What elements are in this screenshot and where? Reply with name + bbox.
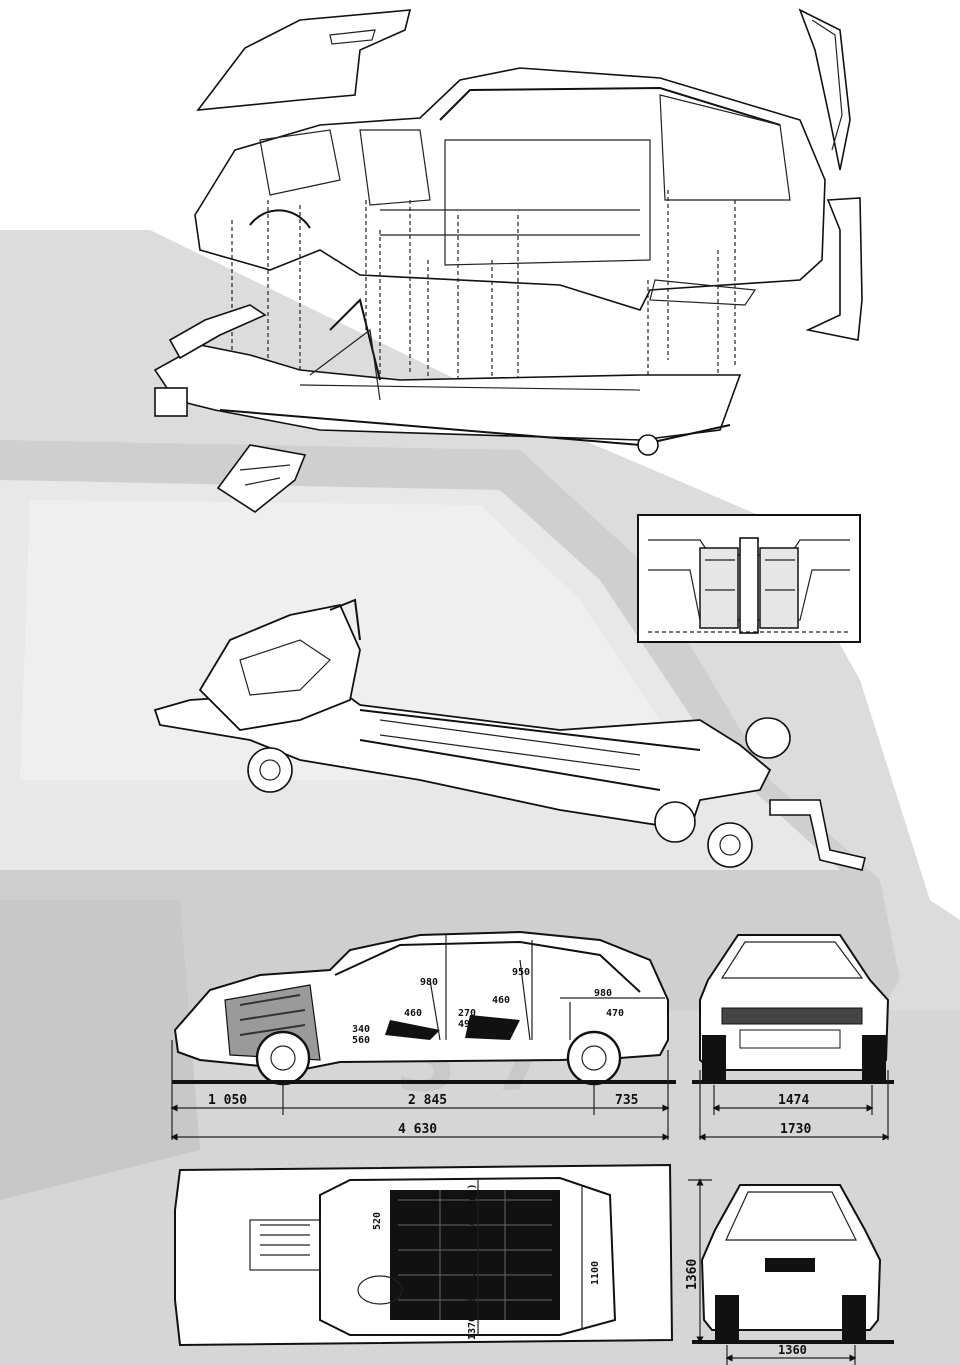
dim-front-track: 1474 xyxy=(778,1093,809,1108)
mount-detail-inset xyxy=(637,514,861,643)
dim-rear-track: 1360 xyxy=(778,1343,807,1357)
body-shell-main xyxy=(194,67,826,311)
chassis-with-powertrain xyxy=(153,598,866,871)
front-view: 1474 1730 xyxy=(692,934,894,1141)
rear-bumper-panel xyxy=(805,197,863,341)
exploded-body-shell xyxy=(153,8,863,513)
underbody-plate xyxy=(216,444,307,513)
side-elevation: 1 050 2 845 735 4 630 340 560 460 270 49… xyxy=(170,930,676,1141)
dim-plan-1100: 1100 xyxy=(590,1261,601,1285)
dim-rear-legroom: 460 xyxy=(492,995,510,1006)
mounting-guide-lines xyxy=(231,190,736,430)
plan-view: 520 1370 (épaules) (shoulders) 1270 1100 xyxy=(174,1163,674,1347)
dim-front-legroom: 460 xyxy=(404,1008,422,1019)
dim-boot-height: 470 xyxy=(606,1008,624,1019)
bonnet-panel xyxy=(196,9,412,111)
dim-plan-1270: 1270 xyxy=(505,1251,516,1275)
tailgate-panel xyxy=(798,8,851,171)
dim-overall-width: 1730 xyxy=(780,1122,811,1137)
dim-headroom-front: 980 xyxy=(420,977,438,988)
dim-seat-low2: 560 xyxy=(352,1035,370,1046)
rear-view: 1360 1360 xyxy=(685,1178,894,1365)
dim-cushion-d: 490 xyxy=(458,1019,476,1030)
dim-wheelbase: 2 845 xyxy=(408,1093,447,1108)
platform-chassis xyxy=(153,298,742,456)
dim-front-overhang: 1 050 xyxy=(208,1093,247,1108)
dim-boot-length: 980 xyxy=(594,988,612,999)
dim-plan-shoulder: 1370 (épaules) (shoulders) xyxy=(466,1183,478,1340)
dim-rear-overhang: 735 xyxy=(615,1093,638,1108)
dim-headroom-rear: 950 xyxy=(512,967,530,978)
dim-seat-low: 340 xyxy=(352,1024,370,1035)
dim-overall-length: 4 630 xyxy=(398,1122,437,1137)
dim-cushion-h: 270 xyxy=(458,1008,476,1019)
dim-rear-height: 1360 xyxy=(685,1259,700,1290)
dim-plan-520: 520 xyxy=(372,1212,383,1230)
